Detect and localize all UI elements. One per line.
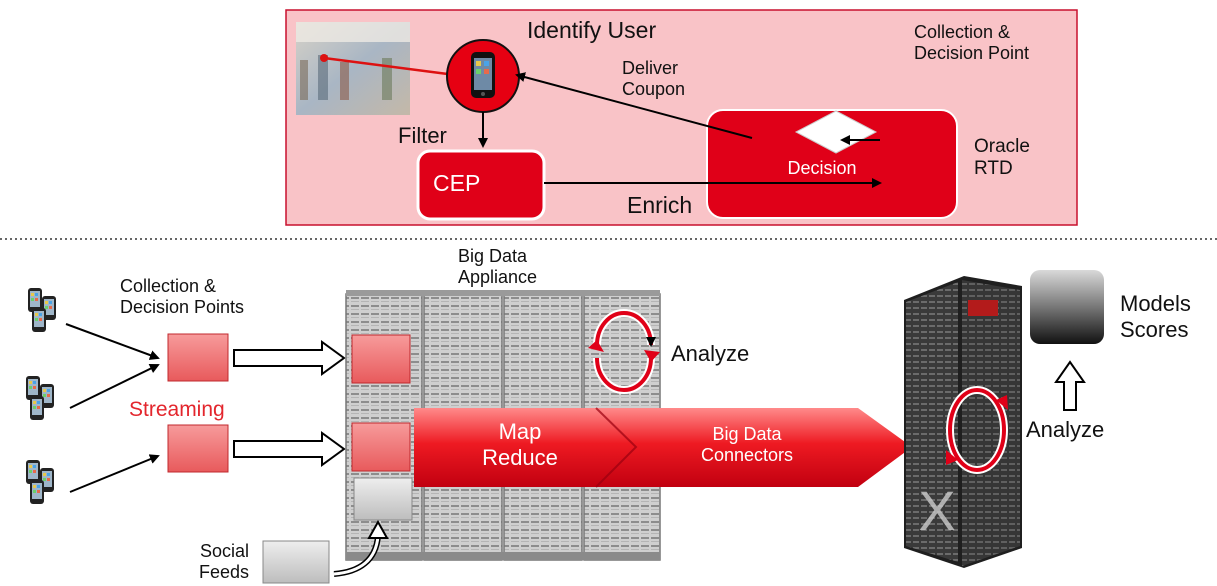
- social-feeds-label: Social Feeds: [199, 541, 250, 583]
- phone-cluster-1-icon: [28, 288, 56, 332]
- big-data-connectors-label: Big Data Connectors: [700, 424, 794, 466]
- svg-text:X: X: [918, 479, 955, 542]
- streaming-arrow-1: [233, 340, 346, 376]
- phone-cluster-2-icon: [26, 376, 54, 420]
- collection-decision-point-label: Collection & Decision Point: [914, 22, 1030, 64]
- enrich-label: Enrich: [627, 192, 693, 218]
- analyze-cycle-icon: [588, 309, 660, 394]
- exadata-rack: X: [904, 276, 1022, 568]
- bda-ingest-box-1: [351, 334, 411, 384]
- cep-label: CEP: [433, 170, 481, 196]
- deliver-coupon-label: Deliver Coupon: [622, 58, 686, 100]
- big-data-appliance-label: Big Data Appliance: [458, 246, 538, 288]
- identify-user-label: Identify User: [527, 17, 657, 43]
- decision-box: [706, 109, 958, 219]
- exadata-analyze-cycle-icon: [946, 386, 1008, 474]
- shopping-crowd-photo: [296, 22, 410, 115]
- models-cube: [1030, 270, 1104, 344]
- phone-cluster-3-icon: [26, 460, 54, 504]
- collection-decision-points-label: Collection & Decision Points: [120, 276, 245, 318]
- streaming-label: Streaming: [129, 398, 225, 421]
- streaming-arrow-2: [233, 431, 346, 467]
- bda-social-box: [353, 477, 413, 521]
- analyze-exadata-label: Analyze: [1026, 417, 1105, 442]
- models-scores-label: Models Scores: [1120, 291, 1191, 342]
- decision-diamond-icon: [794, 110, 878, 154]
- up-arrow-icon: [1054, 360, 1086, 411]
- analyze-bda-label: Analyze: [671, 341, 750, 366]
- map-reduce-label: Map Reduce: [482, 419, 558, 470]
- bda-ingest-box-2: [351, 422, 411, 472]
- oracle-rtd-label: Oracle RTD: [974, 136, 1030, 180]
- collection-point-box-1: [167, 333, 229, 382]
- cep-box: [416, 149, 546, 221]
- data-flow-arrow: [414, 408, 912, 487]
- filter-label: Filter: [398, 123, 447, 148]
- decision-label: Decision: [787, 158, 857, 178]
- user-phone-icon: [446, 39, 520, 113]
- social-feeds-box: [262, 540, 330, 584]
- collection-point-box-2: [167, 424, 229, 473]
